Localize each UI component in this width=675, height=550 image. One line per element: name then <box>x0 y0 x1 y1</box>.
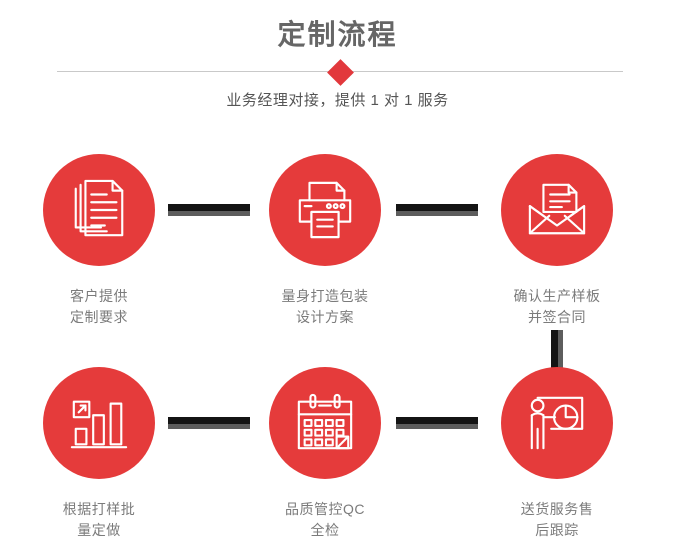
presenter-icon <box>530 396 584 450</box>
flow-step-6-circle[interactable] <box>501 367 613 479</box>
connector-step2-step3 <box>396 204 478 216</box>
flow-step-2-circle[interactable] <box>269 154 381 266</box>
connector-bar-dark <box>168 204 250 211</box>
flow-step-4-caption: 根据打样批 量定做 <box>62 501 136 538</box>
title-divider <box>57 58 623 86</box>
flow-step-6[interactable]: 送货服务售 后跟踪 <box>477 367 637 541</box>
diamond-icon <box>326 58 354 86</box>
flow-step-1-caption: 客户提供 定制要求 <box>70 288 128 325</box>
connector-step1-step2 <box>168 204 250 216</box>
flow-step-3-circle[interactable] <box>501 154 613 266</box>
connector-bar-dark <box>168 417 250 424</box>
envelope-icon <box>528 183 586 235</box>
connector-bar-dark <box>396 417 478 424</box>
process-flow: 客户提供 定制要求 量身打造包装 设计方案 <box>0 148 675 550</box>
flow-step-3-caption: 确认生产样板 并签合同 <box>513 288 601 325</box>
flow-step-2-caption: 量身打造包装 设计方案 <box>281 288 369 325</box>
connector-bar-grey <box>168 211 250 216</box>
page-title: 定制流程 <box>277 19 398 50</box>
flow-step-4-circle[interactable] <box>43 367 155 479</box>
connector-bar-grey <box>558 330 563 370</box>
flow-step-2[interactable]: 量身打造包装 设计方案 <box>245 154 405 328</box>
bar-chart-icon <box>70 400 128 449</box>
connector-bar-grey <box>168 424 250 429</box>
flow-step-5-caption: 品质管控QC 全检 <box>285 501 365 538</box>
flow-step-6-caption: 送货服务售 后跟踪 <box>520 501 594 538</box>
connector-bar-dark <box>396 204 478 211</box>
flow-step-1-circle[interactable] <box>43 154 155 266</box>
documents-icon <box>74 179 124 237</box>
calendar-icon <box>297 393 353 450</box>
connector-step3-step6 <box>551 330 563 370</box>
connector-bar-grey <box>396 211 478 216</box>
connector-step5-step6 <box>396 417 478 429</box>
flow-step-5-circle[interactable] <box>269 367 381 479</box>
flow-step-5[interactable]: 品质管控QC 全检 <box>245 367 405 541</box>
connector-bar-grey <box>396 424 478 429</box>
connector-step4-step5 <box>168 417 250 429</box>
page-subtitle: 业务经理对接，提供 1 对 1 服务 <box>226 92 449 109</box>
page-header: 定制流程 业务经理对接，提供 1 对 1 服务 <box>0 0 675 125</box>
connector-bar-dark <box>551 330 558 370</box>
printer-icon <box>298 181 352 239</box>
flow-step-1[interactable]: 客户提供 定制要求 <box>19 154 179 328</box>
flow-step-3[interactable]: 确认生产样板 并签合同 <box>477 154 637 328</box>
flow-step-4[interactable]: 根据打样批 量定做 <box>19 367 179 541</box>
